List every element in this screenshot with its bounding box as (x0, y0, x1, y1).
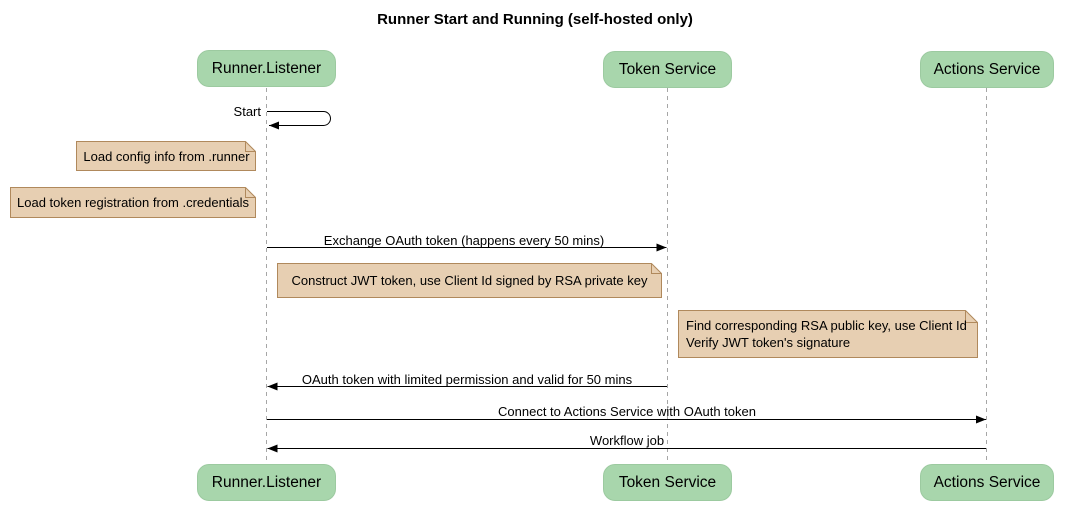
note-shape-construct-jwt (277, 263, 662, 298)
note-verify-jwt-line1: Find corresponding RSA public key, use C… (686, 318, 967, 333)
note-shape-load-token (10, 187, 256, 218)
note-construct-jwt: Construct JWT token, use Client Id signe… (291, 273, 648, 288)
message-label-workflow-job: Workflow job (589, 433, 665, 448)
participant-label: Token Service (618, 473, 717, 491)
participant-label: Runner.Listener (211, 473, 322, 491)
participant-label: Token Service (618, 60, 717, 78)
page-title: Runner Start and Running (self-hosted on… (377, 11, 693, 28)
participant-label: Actions Service (933, 60, 1041, 78)
participant-runner-listener-bottom: Runner.Listener (197, 464, 336, 501)
note-shape-load-config (76, 141, 256, 171)
participant-label: Runner.Listener (211, 59, 322, 77)
participant-token-service-bottom: Token Service (603, 464, 732, 501)
note-load-token-registration: Load token registration from .credential… (17, 195, 249, 210)
message-label-start: Start (233, 104, 261, 119)
note-verify-jwt-line2: Verify JWT token's signature (686, 335, 851, 350)
self-message-arrow-start (267, 111, 331, 130)
note-load-config: Load config info from .runner (83, 148, 250, 164)
message-label-oauth-return: OAuth token with limited permission and … (301, 372, 633, 387)
participant-label: Actions Service (933, 473, 1041, 491)
participant-token-service-top: Token Service (603, 51, 732, 88)
participant-runner-listener-top: Runner.Listener (197, 50, 336, 87)
message-label-exchange-oauth: Exchange OAuth token (happens every 50 m… (323, 233, 605, 248)
participant-actions-service-top: Actions Service (920, 51, 1054, 88)
participant-actions-service-bottom: Actions Service (920, 464, 1054, 501)
note-verify-jwt: Find corresponding RSA public key, use C… (686, 317, 978, 358)
message-label-connect-actions: Connect to Actions Service with OAuth to… (498, 404, 756, 419)
note-shape-verify-jwt (678, 310, 978, 358)
